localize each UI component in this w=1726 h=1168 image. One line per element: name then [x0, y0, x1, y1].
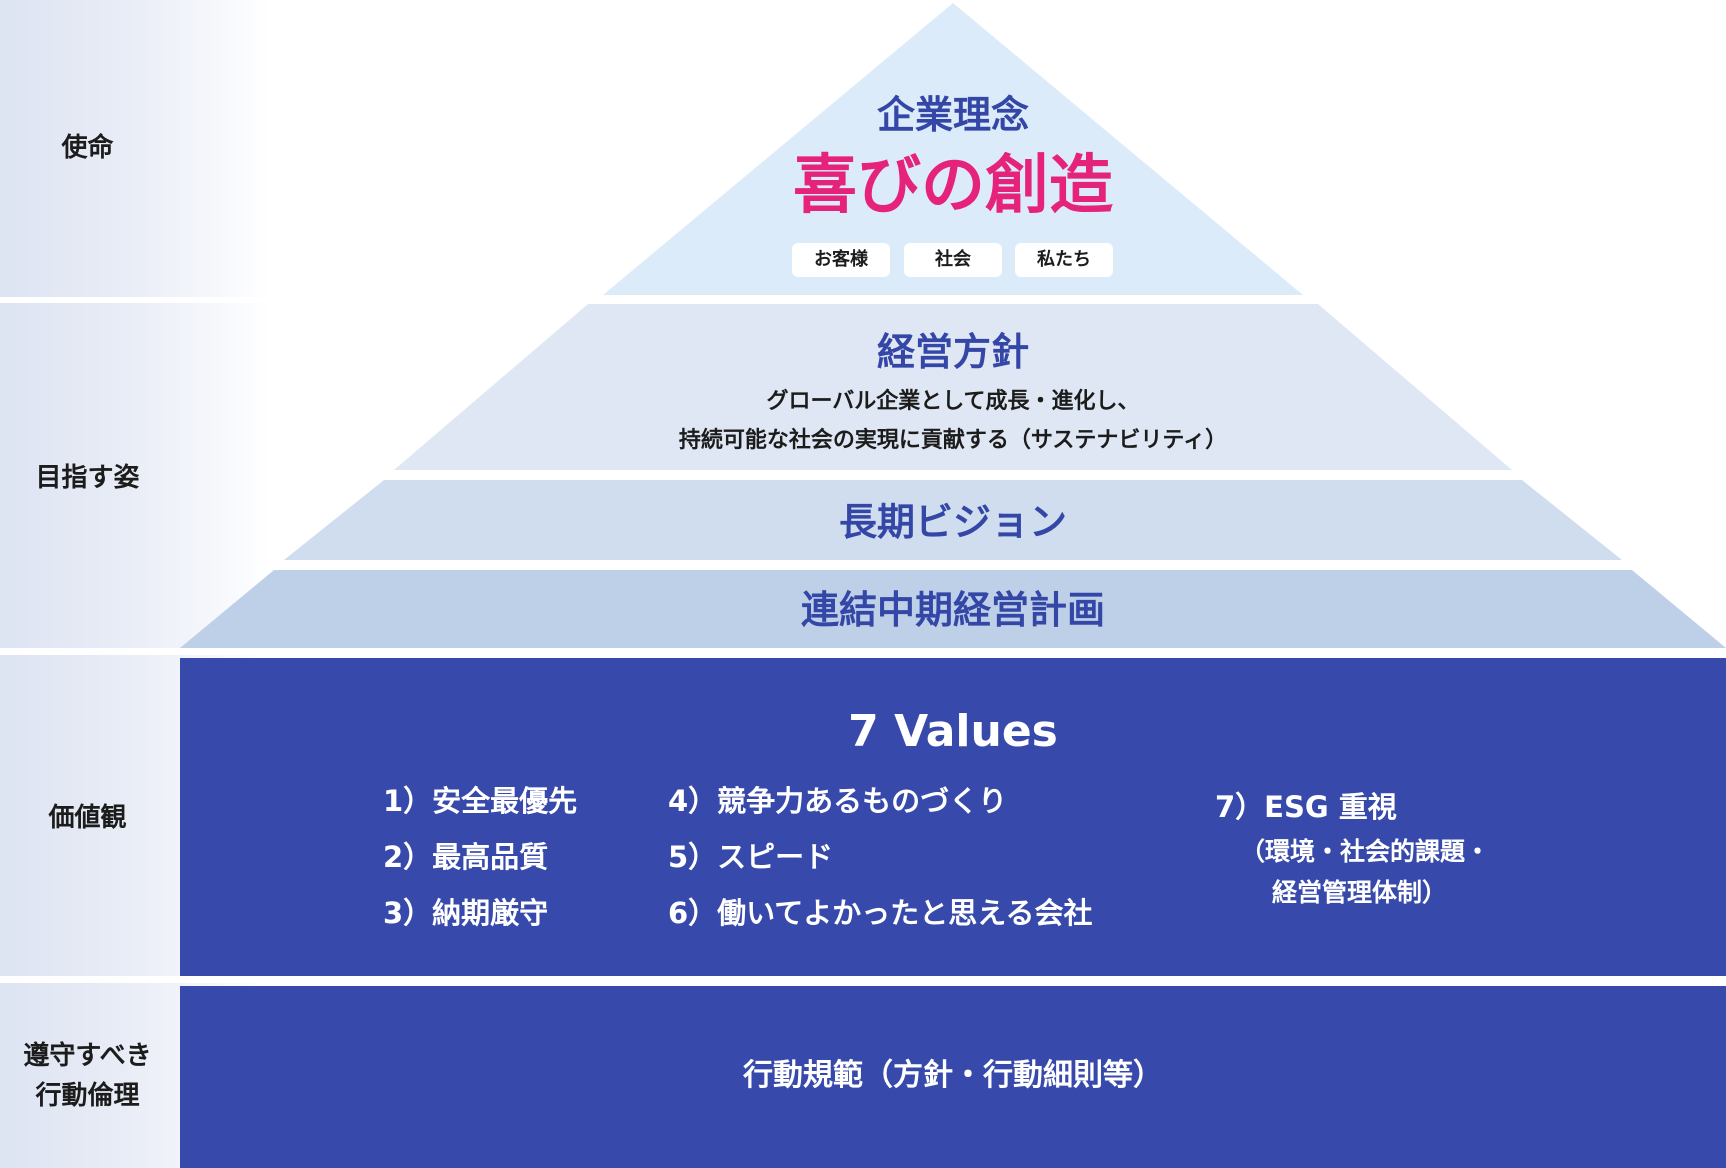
pyramid-tier-midterm [180, 570, 1726, 648]
policy-title: 経営方針 [876, 330, 1029, 374]
value-item-7: 7）ESG 重視 [1215, 790, 1397, 824]
policy-line1: グローバル企業として成長・進化し、 [766, 389, 1140, 414]
chip-us: 私たち [1015, 243, 1113, 277]
value-item-2: 2）最高品質 [383, 840, 549, 874]
side-label-mission: 使命 [61, 133, 114, 163]
chip-customers: お客様 [792, 243, 890, 277]
value-item-1: 1）安全最優先 [383, 784, 578, 818]
values-title: 7 Values [848, 706, 1058, 757]
side-label-values: 価値観 [48, 803, 127, 833]
pyramid-tier-policy [394, 304, 1512, 470]
midterm-title: 連結中期経営計画 [800, 588, 1105, 632]
philosophy-title: 喜びの創造 [793, 149, 1113, 223]
pyramid-tier-philosophy [603, 3, 1303, 295]
conduct-text: 行動規範（方針・行動細則等） [743, 1058, 1163, 1093]
pyramid [180, 3, 1726, 648]
side-band-aspiration [0, 303, 270, 648]
value-item-7-sub2: 経営管理体制） [1272, 878, 1448, 907]
value-item-4: 4）競争力あるものづくり [668, 784, 1008, 818]
side-label-ethics-line1: 遵守すべき [23, 1041, 152, 1071]
policy-line2: 持続可能な社会の実現に貢献する（サステナビリティ） [678, 428, 1228, 453]
chip-society: 社会 [904, 243, 1002, 277]
vision-title: 長期ビジョン [838, 500, 1067, 544]
values-panel [180, 658, 1726, 976]
conduct-panel [180, 986, 1726, 1168]
value-item-6: 6）働いてよかったと思える会社 [668, 896, 1093, 930]
side-label-aspiration: 目指す姿 [35, 463, 140, 493]
value-item-5: 5）スピード [668, 840, 834, 874]
side-label-ethics-line2: 行動倫理 [35, 1081, 140, 1111]
value-item-7-sub1: （環境・社会的課題・ [1240, 837, 1491, 866]
side-band-mission [0, 0, 270, 297]
philosophy-label: 企業理念 [876, 93, 1029, 137]
pyramid-tier-vision [284, 480, 1622, 560]
value-item-3: 3）納期厳守 [383, 896, 549, 930]
